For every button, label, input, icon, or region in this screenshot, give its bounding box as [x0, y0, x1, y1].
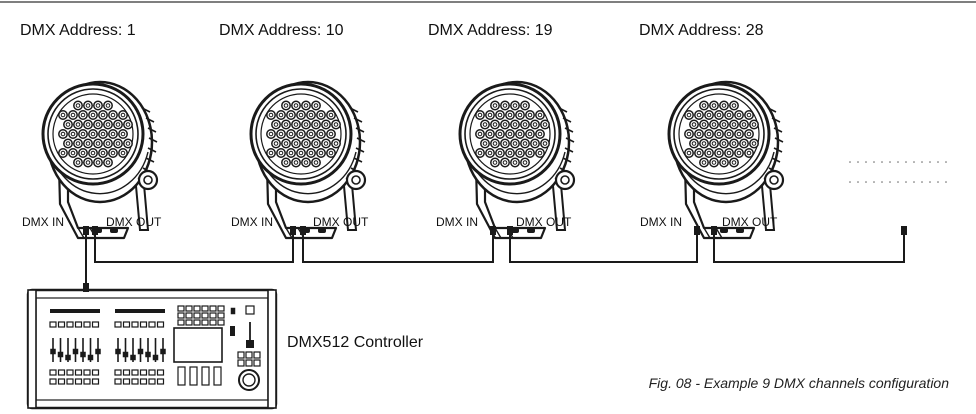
fixture-1-dmx-in-label: DMX IN [22, 215, 64, 229]
fixture-2-address: DMX Address: 10 [219, 22, 344, 39]
fixture-4-address: DMX Address: 28 [639, 22, 764, 39]
continuation-dots [849, 161, 947, 183]
fixture-1-address: DMX Address: 1 [20, 22, 136, 39]
fixture-4-dmx-out-label: DMX OUT [722, 215, 778, 229]
figure-caption: Fig. 08 - Example 9 DMX channels configu… [648, 375, 949, 391]
fixture-3-dmx-in-label: DMX IN [436, 215, 478, 229]
fixture-3-address: DMX Address: 19 [428, 22, 553, 39]
fixture-1-dmx-out-label: DMX OUT [106, 215, 162, 229]
controller-label: DMX512 Controller [287, 334, 424, 351]
fixture-4-dmx-in-label: DMX IN [640, 215, 682, 229]
dmx-cable [85, 228, 905, 290]
fixture-2-dmx-in-label: DMX IN [231, 215, 273, 229]
cable-connectors [83, 226, 907, 292]
fixture-2-dmx-out-label: DMX OUT [313, 215, 369, 229]
fixture-3-dmx-out-label: DMX OUT [516, 215, 572, 229]
dmx512-controller [26, 288, 278, 410]
